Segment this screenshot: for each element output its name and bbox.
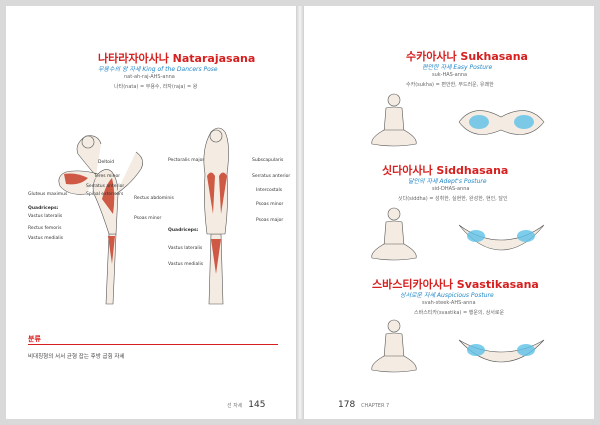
muscle-label: Rectus abdominis — [134, 196, 174, 201]
muscle-label: Deltoid — [98, 160, 115, 165]
pose-title: 나타라자아사나 Natarajasana — [98, 52, 256, 65]
muscle-label: Quadriceps: — [168, 228, 199, 233]
pose-etymology: 스바스티카(svastika) = 행운의, 상서로운 — [414, 310, 505, 316]
muscle-label: Vastus lateralis — [28, 214, 63, 219]
book-gutter — [296, 6, 304, 419]
section-rule — [28, 344, 278, 345]
pose-pronunciation: sid-DHAS-anna — [432, 186, 470, 192]
easy-posture-seated-illustration — [371, 93, 417, 147]
page-folio: 178 CHAPTER 7 — [338, 400, 392, 410]
muscle-label: Vastus lateralis — [168, 246, 203, 251]
adept-posture-seated-illustration — [371, 207, 417, 261]
pose-etymology: 수카(sukha) = 편안한, 부드러운, 유쾌한 — [406, 82, 494, 88]
muscle-label: Spinal extensors — [86, 192, 124, 197]
muscle-label: Psoas major — [256, 218, 284, 223]
pose-title: 싯다아사나 Siddhasana — [382, 164, 509, 177]
muscle-label: Serratus anterior — [252, 174, 291, 179]
adept-posture-muscle-illustration — [458, 224, 545, 251]
dancer-pose-side-illustration — [58, 135, 143, 305]
pose-etymology: 나타(nata) = 무용수, 라자(raja) = 왕 — [114, 84, 198, 90]
pose-pronunciation: svah-steek-AHS-anna — [422, 300, 476, 306]
page-folio: 선 자세 145 — [224, 400, 265, 410]
muscle-label: Vastus medialis — [28, 236, 64, 241]
easy-posture-muscle-illustration — [458, 110, 545, 135]
page-number: 178 — [338, 400, 356, 410]
muscle-label: Serratus anterior — [86, 184, 125, 189]
chapter-label: CHAPTER 7 — [361, 403, 390, 409]
section-body: 비대칭형의 서서 균형 잡는 후방 굽힘 자세 — [28, 354, 125, 360]
page-label: 선 자세 — [227, 403, 243, 409]
auspicious-posture-seated-illustration — [371, 319, 417, 373]
muscle-label: Gluteus maximus — [28, 192, 68, 197]
muscle-label: Vastus medialis — [168, 262, 204, 267]
pose-title: 스바스티카아사나 Svastikasana — [372, 278, 539, 291]
auspicious-posture-muscle-illustration — [458, 339, 545, 363]
pose-title: 수카아사나 Sukhasana — [406, 50, 528, 63]
muscle-label: Intercostals — [256, 188, 283, 193]
pose-etymology: 싯다(siddha) = 성취한, 실현한, 완성한, 현인, 달인 — [398, 196, 508, 202]
pose-subtitle: 무용수의 왕 자세 King of the Dancers Pose — [98, 66, 218, 73]
section-heading: 분류 — [28, 335, 41, 343]
muscle-label: Subscapularis — [252, 158, 284, 163]
right-page: 수카아사나 Sukhasana 편안한 자세 Easy Posture suk-… — [304, 6, 594, 419]
muscle-label: Psoas minor — [134, 216, 162, 221]
muscle-label: Psoas minor — [256, 202, 284, 207]
pose-subtitle: 상서로운 자세 Auspicious Posture — [400, 292, 494, 299]
page-number: 145 — [248, 400, 266, 410]
pose-pronunciation: nat-ah-raj-AHS-anna — [124, 74, 175, 80]
pose-subtitle: 달인의 자세 Adept's Posture — [408, 178, 487, 185]
muscle-label: Rectus femoris — [28, 226, 62, 231]
muscle-label: Teres minor — [94, 174, 121, 179]
pose-pronunciation: suk-HAS-anna — [432, 72, 468, 78]
pose-subtitle: 편안한 자세 Easy Posture — [422, 64, 493, 71]
left-page: 나타라자아사나 Natarajasana 무용수의 왕 자세 King of t… — [6, 6, 296, 419]
dancer-pose-front-illustration — [203, 127, 229, 305]
muscle-label: Pectoralis major — [168, 158, 205, 163]
muscle-label: Quadriceps: — [28, 206, 59, 211]
